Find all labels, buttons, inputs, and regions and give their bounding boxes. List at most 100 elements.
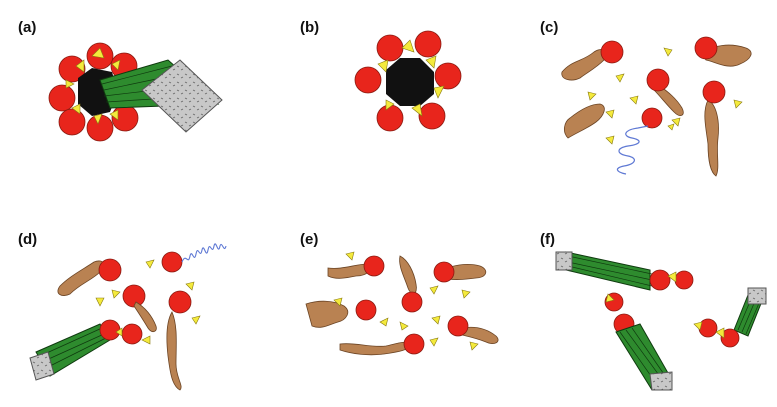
triangle [185,281,195,291]
sphere [433,261,455,283]
panel-label-b: (b) [300,19,319,36]
triangles-b [377,39,445,117]
panel-label-a: (a) [18,19,36,36]
sphere [674,270,694,290]
triangle [385,99,395,111]
triangle [671,117,681,127]
triangle [111,59,121,71]
triangle [663,47,673,57]
sphere [58,108,86,136]
blob [704,99,719,177]
panel-a [48,42,223,142]
sphere [99,319,121,341]
sphere [649,269,671,291]
triangle [667,123,675,131]
triangle [715,327,725,339]
triangle [469,341,479,351]
blob [57,260,105,296]
triangle [75,59,85,73]
blob [399,255,417,295]
sphere [363,255,385,277]
triangle [411,103,423,117]
blob [166,311,182,391]
fiber-lines [567,255,653,287]
triangles-c [587,47,743,145]
sphere [434,62,462,90]
triangle [379,317,389,327]
triangle [429,285,439,295]
sphere [376,34,404,62]
block-d [29,351,55,381]
panel-label-e: (e) [300,231,318,248]
triangle [425,55,437,69]
triangles-e [333,251,479,351]
blob [457,326,499,344]
triangle [145,259,155,269]
complex-center [386,58,434,106]
panel-label-d: (d) [18,231,37,248]
sphere [414,30,442,58]
blob [561,49,607,81]
triangle [605,293,615,303]
blob [305,300,349,328]
triangle [333,297,343,307]
triangle [605,109,615,119]
sphere [698,318,718,338]
triangle [93,113,103,125]
triangle [399,321,409,331]
triangles-a [65,47,121,125]
sphere [122,284,146,308]
blob [133,301,157,332]
panel-c [561,36,752,177]
sphere [376,104,404,132]
triangle [605,135,615,145]
bundle-f-top [565,251,653,291]
triangle [109,109,119,121]
block-f-bottom [649,371,673,391]
block-a [141,59,223,133]
sphere [641,107,663,129]
blob [564,103,605,139]
fiber-lines [101,65,201,103]
panel-label-c: (c) [540,19,558,36]
block-f-top [555,251,573,271]
triangle [345,251,355,261]
panel-f [555,251,767,391]
sphere [355,299,377,321]
sphere [720,328,740,348]
sphere [161,251,183,273]
triangle [71,103,81,115]
panel-b [354,30,462,132]
sphere [121,323,143,345]
triangle [377,59,389,73]
triangle [461,289,471,299]
sphere [646,68,670,92]
sphere [48,84,76,112]
panel-e [305,251,499,356]
triangle [667,271,677,283]
blob [653,85,684,116]
sphere [447,315,469,337]
block-f-right [747,287,767,305]
panel-label-f: (f) [540,231,555,248]
sphere [168,290,192,314]
triangle [433,85,445,99]
triangles-d [95,259,201,345]
squiggle [616,125,649,175]
triangle [95,297,105,307]
panel-d [29,243,227,391]
triangle [429,337,439,347]
sphere [98,258,122,282]
triangle [693,321,703,331]
sphere [418,102,446,130]
fiber-lines [39,327,107,369]
sphere [401,291,423,313]
sphere [403,333,425,355]
triangle [91,47,105,59]
triangle [629,95,639,105]
triangle [733,99,743,109]
triangle [65,79,75,89]
triangle [115,327,123,337]
